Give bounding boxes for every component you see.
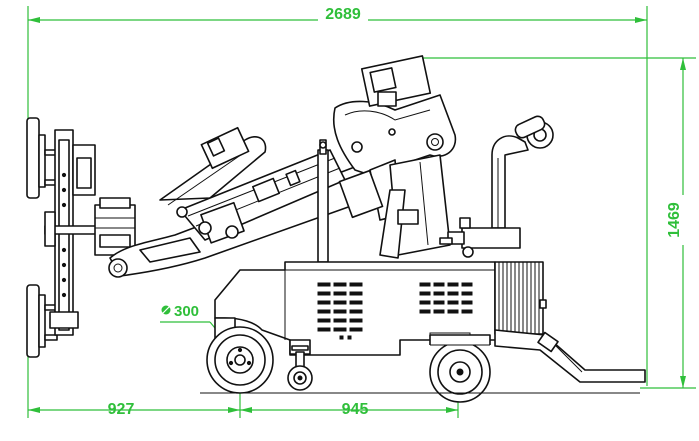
rear-outrigger bbox=[494, 329, 646, 383]
dimension-overall-height: 1469 bbox=[420, 57, 696, 389]
lift-cylinder bbox=[317, 139, 329, 263]
control-handle bbox=[439, 115, 554, 258]
wheelbase-label: 945 bbox=[342, 401, 369, 418]
counterweight-block bbox=[494, 261, 547, 335]
front-wheel bbox=[206, 326, 274, 394]
vent-grill-left bbox=[317, 282, 363, 332]
caster-wheel bbox=[287, 339, 313, 391]
rear-wheel bbox=[429, 334, 491, 403]
vacuum-cup-head bbox=[26, 117, 136, 358]
dimension-wheelbase: 945 bbox=[240, 385, 459, 418]
dimension-front-overhang: 927 bbox=[27, 300, 241, 418]
dimension-overall-length: 2689 bbox=[27, 5, 648, 386]
front-overhang-label: 927 bbox=[108, 401, 135, 418]
chassis bbox=[214, 261, 506, 356]
wheel-diameter-label: 300 bbox=[174, 303, 199, 320]
mast bbox=[379, 154, 451, 259]
upper-linkage bbox=[332, 55, 457, 221]
vent-grill-right bbox=[419, 282, 473, 314]
frame-holes bbox=[61, 172, 67, 298]
overall-length-label: 2689 bbox=[325, 6, 361, 23]
vacuum-lifter-machine bbox=[26, 55, 646, 403]
main-boom bbox=[108, 126, 383, 278]
overall-height-label: 1469 bbox=[666, 202, 683, 238]
